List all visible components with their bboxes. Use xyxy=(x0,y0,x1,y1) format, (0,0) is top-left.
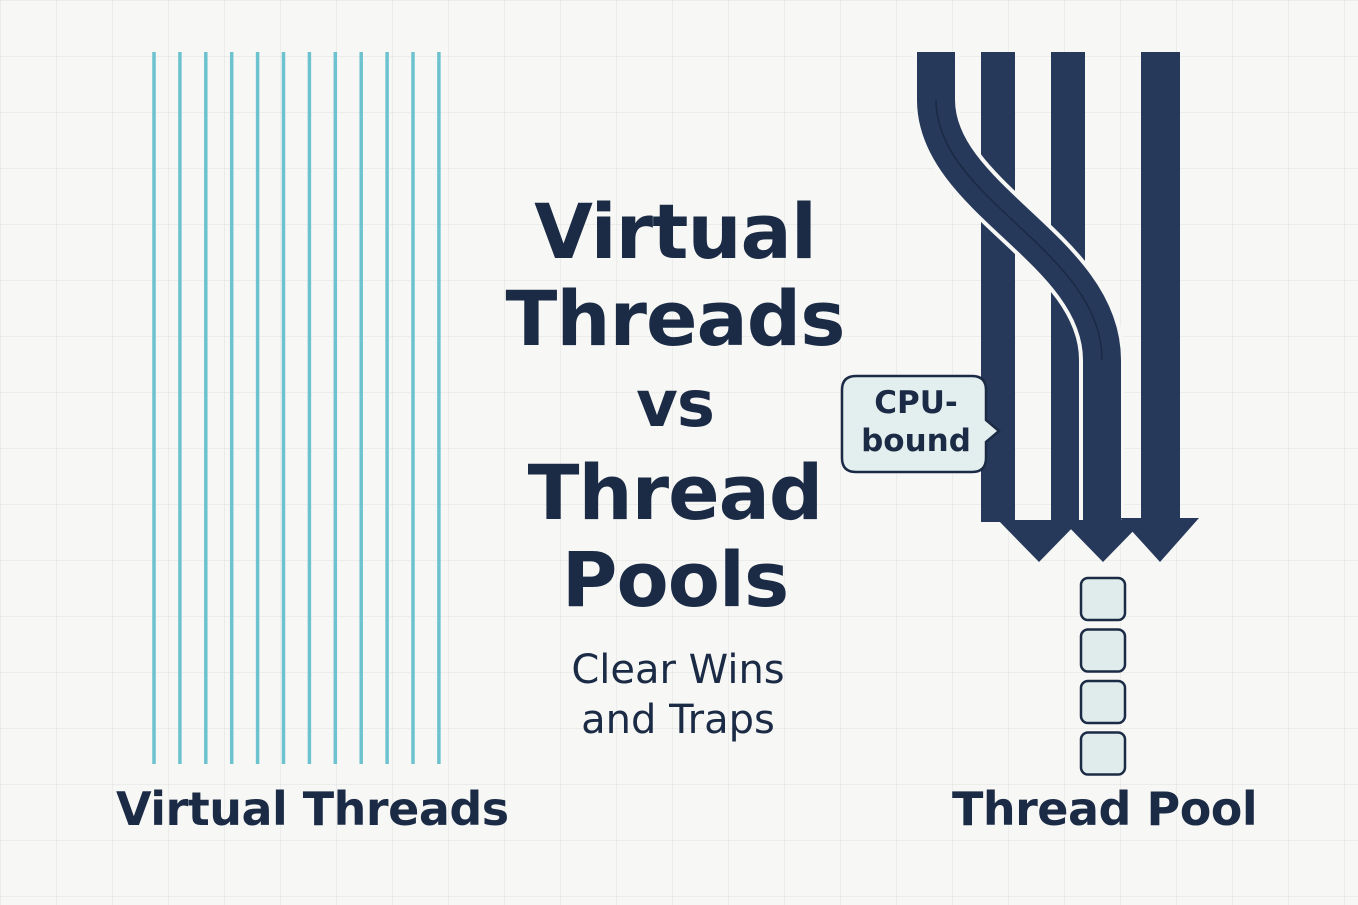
page-title: Virtual Threads vs Thread Pools xyxy=(470,188,880,623)
callout-bubble xyxy=(840,374,1001,474)
queue-slot xyxy=(1079,679,1127,725)
arrowhead-icon xyxy=(1062,520,1144,562)
pool-arrowheads xyxy=(998,518,1199,562)
title-line: Thread xyxy=(527,448,824,537)
virtual-threads-lines xyxy=(152,52,441,764)
thread-pool-queue xyxy=(1079,576,1127,776)
arrowhead-icon xyxy=(998,520,1080,562)
pool-stream-edge xyxy=(935,99,1103,361)
title-line: Threads xyxy=(505,274,846,363)
subtitle-line: and Traps xyxy=(581,697,775,743)
subtitle-line: Clear Wins xyxy=(571,647,785,693)
virtual-threads-label: Virtual Threads xyxy=(116,782,509,836)
cpu-bound-callout xyxy=(840,374,1001,474)
queue-slot xyxy=(1079,576,1127,622)
title-line: Pools xyxy=(561,535,789,624)
thread-pool-label: Thread Pool xyxy=(952,782,1258,836)
callout-line: CPU- xyxy=(874,385,958,421)
subtitle: Clear Wins and Traps xyxy=(500,645,856,745)
title-vs: vs xyxy=(636,368,715,442)
arrowhead-icon xyxy=(1120,518,1199,562)
callout-line: bound xyxy=(861,423,971,459)
pool-stream-straight xyxy=(1141,52,1180,522)
queue-slot xyxy=(1079,628,1127,673)
title-line: Virtual xyxy=(534,187,817,276)
queue-slot xyxy=(1079,731,1127,776)
callout-text: CPU- bound xyxy=(846,384,986,460)
